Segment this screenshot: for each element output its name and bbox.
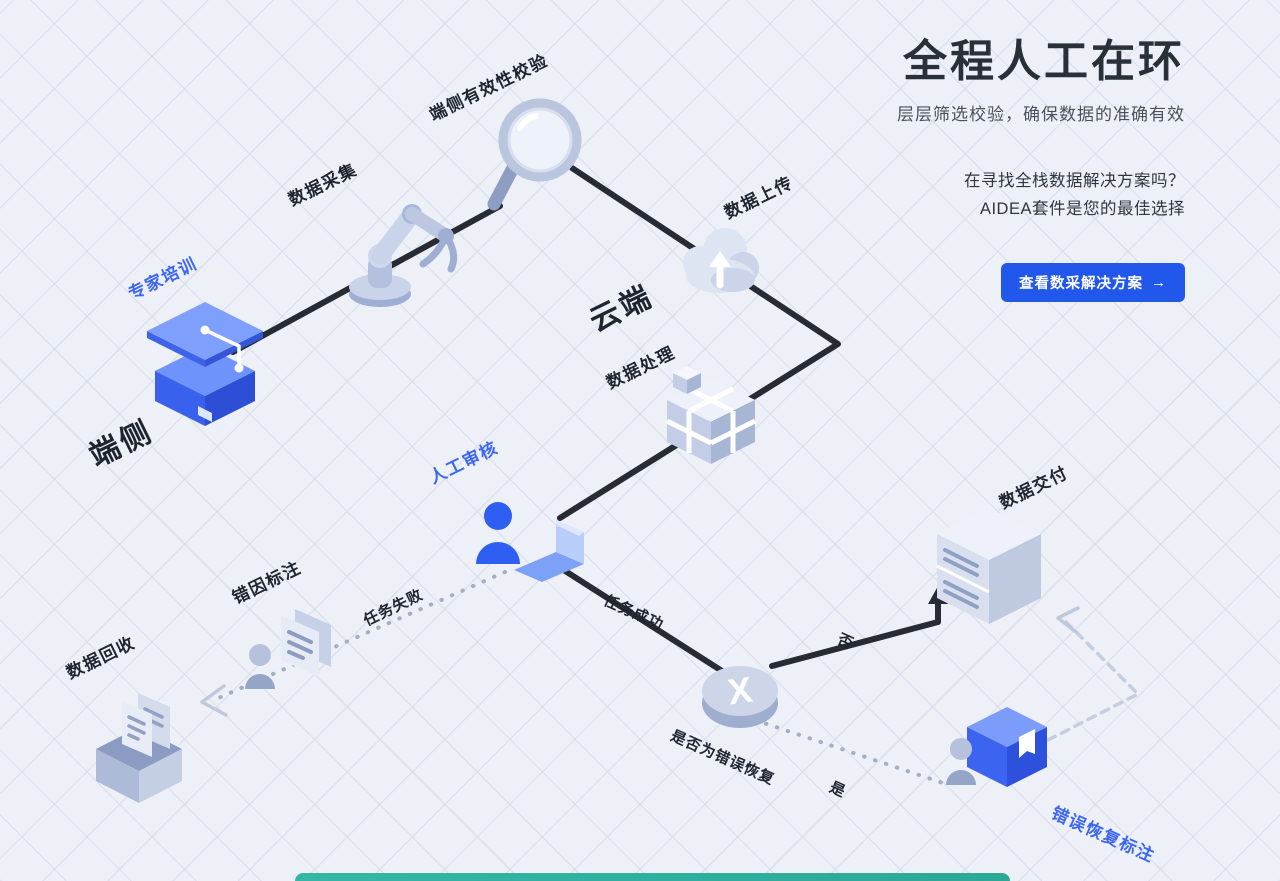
chevron-up-icon bbox=[1056, 606, 1080, 634]
person-document-icon bbox=[243, 603, 341, 695]
cta-label: 查看数采解决方案 bbox=[1019, 276, 1143, 293]
hero-block: 全程人工在环 层层筛选校验，确保数据的准确有效 在寻找全栈数据解决方案吗？ AI… bbox=[897, 37, 1185, 303]
person-bookmark-icon bbox=[943, 693, 1055, 795]
promo-text: 在寻找全栈数据解决方案吗？ AIDEA套件是您的最佳选择 bbox=[897, 167, 1185, 223]
promo-line-2: AIDEA套件是您的最佳选择 bbox=[979, 200, 1185, 219]
no-line bbox=[769, 597, 941, 669]
recovery-dashed-line bbox=[1046, 620, 1141, 742]
recycle-box-icon bbox=[78, 683, 200, 805]
cloud-upload-icon bbox=[670, 213, 770, 305]
robot-arm-icon bbox=[328, 188, 468, 313]
person-laptop-icon bbox=[468, 490, 586, 596]
view-solution-button[interactable]: 查看数采解决方案 → bbox=[1001, 263, 1185, 303]
arrow-right-icon: → bbox=[1151, 274, 1167, 292]
main-flow-line-2 bbox=[557, 165, 841, 521]
decision-node-icon: X bbox=[696, 643, 784, 745]
page-subtitle: 层层筛选校验，确保数据的准确有效 bbox=[897, 105, 1185, 125]
page-title: 全程人工在环 bbox=[903, 37, 1185, 86]
data-cube-icon bbox=[660, 366, 762, 468]
server-icon bbox=[928, 498, 1050, 630]
success-line bbox=[545, 557, 736, 681]
decision-x-mark: X bbox=[725, 669, 754, 713]
chevron-left-icon bbox=[200, 684, 228, 717]
graduation-cap-icon bbox=[140, 288, 270, 428]
promo-line-1: 在寻找全栈数据解决方案吗？ bbox=[964, 172, 1185, 191]
yes-dotted-line bbox=[753, 718, 948, 786]
next-section-divider bbox=[295, 873, 1010, 881]
magnifier-icon bbox=[478, 96, 590, 216]
